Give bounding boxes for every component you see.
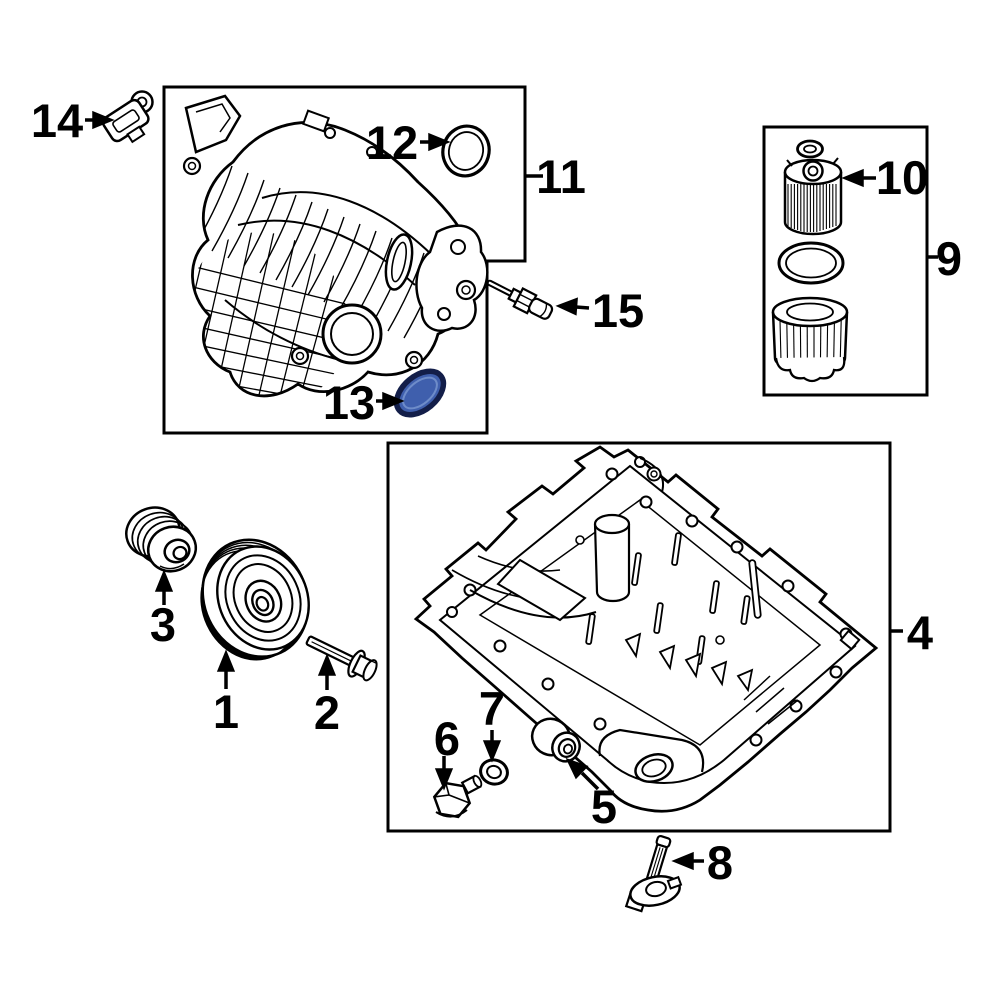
arrow-to-part-10 (841, 168, 876, 188)
part-label-5: 5 (591, 780, 617, 833)
part-13-seal-highlighted (393, 368, 447, 418)
part-label-13: 13 (323, 376, 375, 429)
arrow-to-part-12 (420, 132, 451, 152)
part-label-10: 10 (876, 151, 928, 204)
part-2-pulley-bolt (305, 635, 378, 682)
part-1-crankshaft-pulley (200, 538, 310, 661)
part-10-oil-filter-element (783, 157, 843, 236)
arrow-to-part-3 (154, 569, 174, 605)
filter-large-oring (777, 241, 845, 285)
oil-pan-sump (598, 728, 705, 783)
part-label-8: 8 (707, 836, 733, 889)
part-15-temp-sensor (486, 279, 554, 320)
part-label-1: 1 (213, 685, 239, 738)
part-label-2: 2 (314, 686, 340, 739)
filter-small-oring (796, 139, 824, 159)
part-5-bushing (530, 717, 581, 763)
part-label-11: 11 (536, 150, 586, 203)
part-label-15: 15 (592, 284, 644, 337)
part-9-filter-kit (771, 139, 849, 383)
arrow-to-part-6 (434, 756, 454, 791)
arrow-to-part-8 (671, 851, 704, 871)
part-3-small-pulley (125, 506, 198, 573)
part-14-sensor (101, 90, 154, 144)
arrow-to-part-2 (317, 653, 337, 690)
part-4-oil-pan (413, 445, 879, 813)
arrow-to-part-5 (565, 757, 600, 791)
part-label-14: 14 (31, 94, 83, 147)
oil-pan-pegs (585, 532, 762, 665)
part-13-seal (393, 368, 447, 418)
part-6-drain-plug (432, 774, 483, 819)
filter-cap (771, 296, 849, 383)
arrow-to-part-15 (555, 297, 590, 316)
arrow-to-part-1 (216, 649, 236, 689)
part-8-oil-level-sensor (624, 835, 683, 913)
part-label-6: 6 (434, 712, 460, 765)
oil-pan-fins (624, 632, 754, 693)
part-label-9: 9 (936, 232, 962, 285)
part-7-seal-ring (479, 758, 509, 786)
part-label-4: 4 (907, 606, 933, 659)
part-12-gasket-ring (441, 124, 491, 178)
arrow-to-part-13 (376, 391, 405, 411)
part-label-12: 12 (366, 116, 418, 169)
part-label-3: 3 (150, 598, 176, 651)
arrow-to-part-7 (482, 730, 502, 763)
arrow-to-part-14 (85, 110, 115, 130)
part-13-seal-inner-ring (402, 376, 438, 410)
part-label-7: 7 (479, 682, 505, 735)
